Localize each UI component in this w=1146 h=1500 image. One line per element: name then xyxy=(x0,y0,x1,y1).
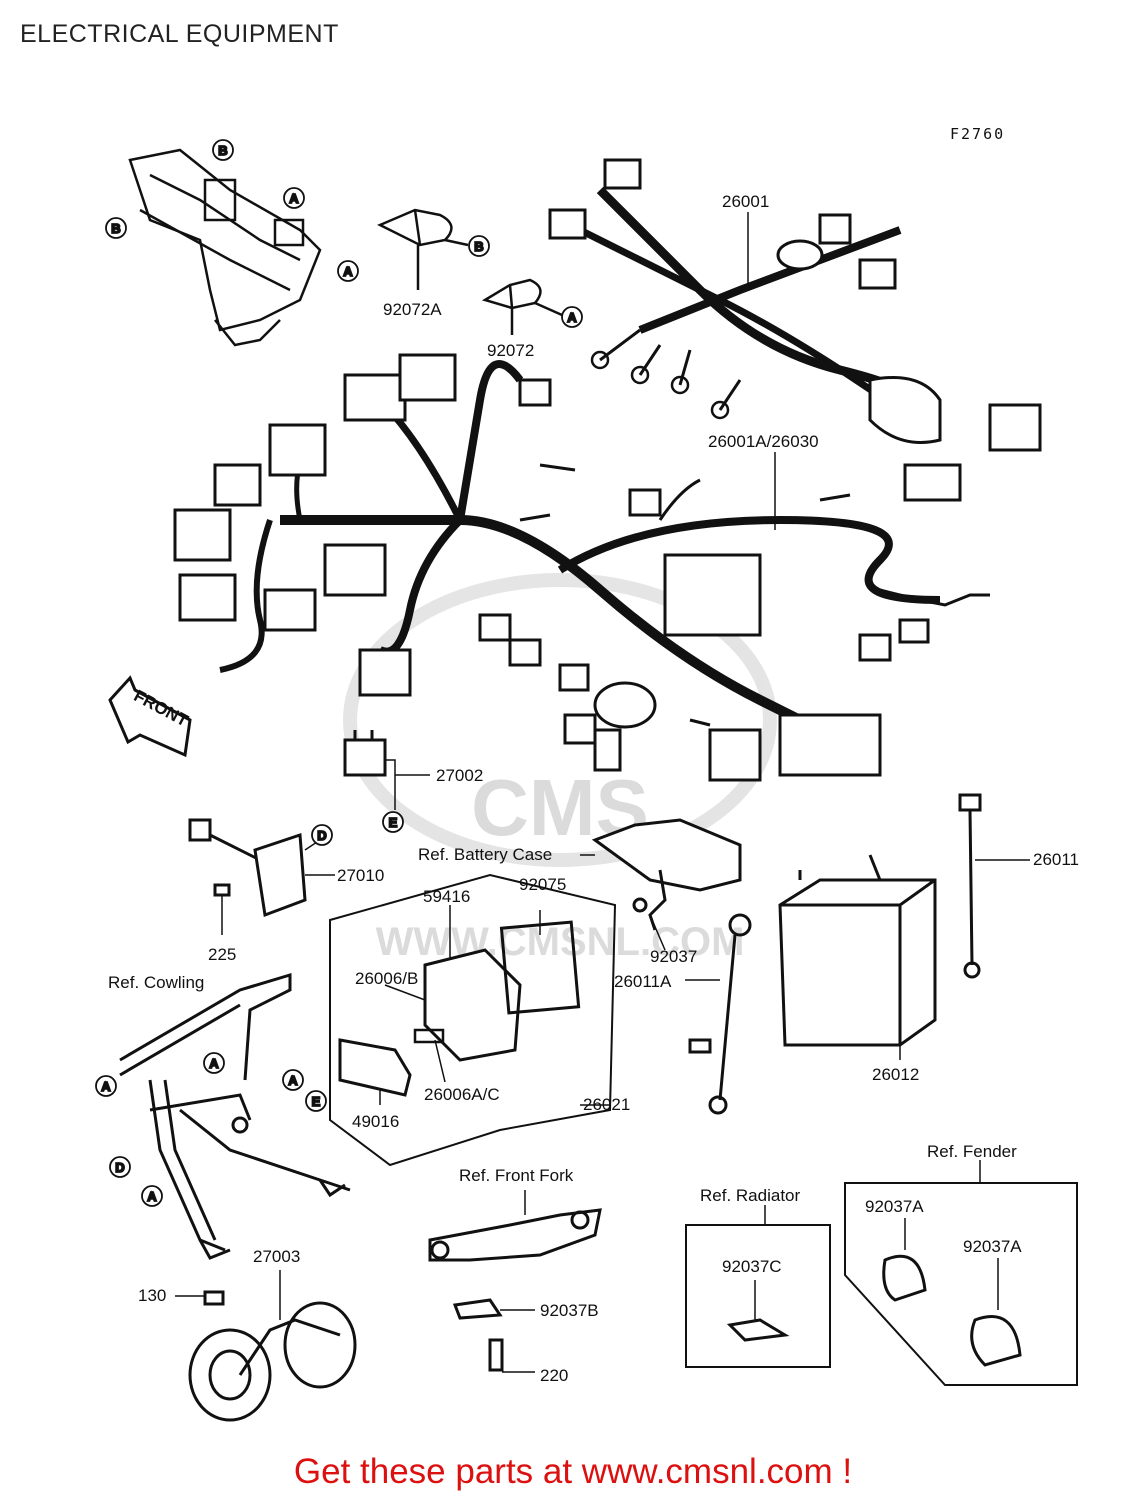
part-label: 92037C xyxy=(722,1257,782,1276)
leader-lines xyxy=(379,212,776,1105)
front-arrow-icon: FRONT xyxy=(108,675,192,758)
part-label: 27003 xyxy=(253,1247,300,1266)
frame-illustration xyxy=(128,148,322,347)
part-label: 92037A xyxy=(963,1237,1022,1256)
reference-labels: Ref. Battery Case Ref. Cowling Ref. Fron… xyxy=(108,845,1017,1205)
relay-27002-illustration xyxy=(343,730,430,810)
callout-a: A xyxy=(343,264,353,279)
part-label: 92037 xyxy=(650,947,697,966)
fuse-box-group-illustration xyxy=(329,873,617,1167)
part-label: 49016 xyxy=(352,1112,399,1131)
ref-battery-case: Ref. Battery Case xyxy=(418,845,552,864)
part-label: 26021 xyxy=(583,1095,630,1114)
part-label: 27010 xyxy=(337,866,384,885)
cable-tie-92072a-icon xyxy=(377,208,469,290)
part-label: 26006/B xyxy=(355,969,418,988)
part-labels: 26001 26001A/26030 92072A 92072 27002 27… xyxy=(138,192,1079,1385)
part-label: 26011A xyxy=(614,972,672,991)
part-label: 92072 xyxy=(487,341,534,360)
callout-d: D xyxy=(317,828,326,843)
part-label: 26001A/26030 xyxy=(708,432,819,451)
front-fork-bracket-illustration xyxy=(428,1190,602,1373)
callout-a: A xyxy=(567,310,577,325)
part-label: 130 xyxy=(138,1286,166,1305)
callout-a: A xyxy=(289,191,299,206)
harness-26001-illustration xyxy=(548,158,1042,502)
horn-27003-illustration xyxy=(175,1270,357,1422)
callout-a: A xyxy=(147,1189,157,1204)
ref-cowling: Ref. Cowling xyxy=(108,973,204,992)
part-label: 59416 xyxy=(423,887,470,906)
radiator-ref-illustration xyxy=(685,1205,831,1368)
ref-front-fork: Ref. Front Fork xyxy=(459,1166,574,1185)
parts-diagram: CMS WWW.CMSNL.COM xyxy=(95,139,1079,1422)
part-label: 225 xyxy=(208,945,236,964)
callout-b: B xyxy=(218,143,227,158)
part-label: 92075 xyxy=(519,875,566,894)
battery-case-illustration xyxy=(580,818,742,931)
battery-lead-26011a-illustration xyxy=(685,913,752,1115)
callout-d: D xyxy=(115,1160,124,1175)
callout-a: A xyxy=(101,1079,111,1094)
part-label: 92037B xyxy=(540,1301,599,1320)
ref-radiator: Ref. Radiator xyxy=(700,1186,800,1205)
battery-26012-illustration xyxy=(778,854,937,1060)
watermark-url: WWW.CMSNL.COM xyxy=(376,920,745,964)
part-label: 26001 xyxy=(722,192,769,211)
fender-ref-illustration xyxy=(844,1160,1078,1386)
callout-b: B xyxy=(111,221,120,236)
ref-fender: Ref. Fender xyxy=(927,1142,1017,1161)
page-title: ELECTRICAL EQUIPMENT xyxy=(20,20,339,48)
part-label: 92037A xyxy=(865,1197,924,1216)
regulator-27010-illustration xyxy=(188,818,335,935)
callout-e: E xyxy=(389,815,398,830)
footer-promo-link[interactable]: Get these parts at www.cmsnl.com ! xyxy=(293,1452,853,1491)
callout-a: A xyxy=(288,1073,298,1088)
part-label: 26006A/C xyxy=(424,1085,500,1104)
callout-b: B xyxy=(474,239,483,254)
cowling-stay-illustration xyxy=(119,972,351,1260)
part-label: 220 xyxy=(540,1366,568,1385)
battery-lead-26011-illustration xyxy=(958,793,1030,979)
part-label: 26011 xyxy=(1033,850,1079,869)
part-label: 27002 xyxy=(436,766,483,785)
cable-tie-92072-icon xyxy=(481,278,563,335)
callouts: B B A A B A E D A A A E D A xyxy=(95,139,583,1207)
figure-code: F2760 xyxy=(950,125,1006,143)
part-label: 26012 xyxy=(872,1065,919,1084)
callout-a: A xyxy=(209,1056,219,1071)
harness-26001a-illustration xyxy=(173,353,990,782)
watermark: CMS WWW.CMSNL.COM xyxy=(343,573,777,964)
part-label: 92072A xyxy=(383,300,442,319)
callout-e: E xyxy=(312,1094,321,1109)
